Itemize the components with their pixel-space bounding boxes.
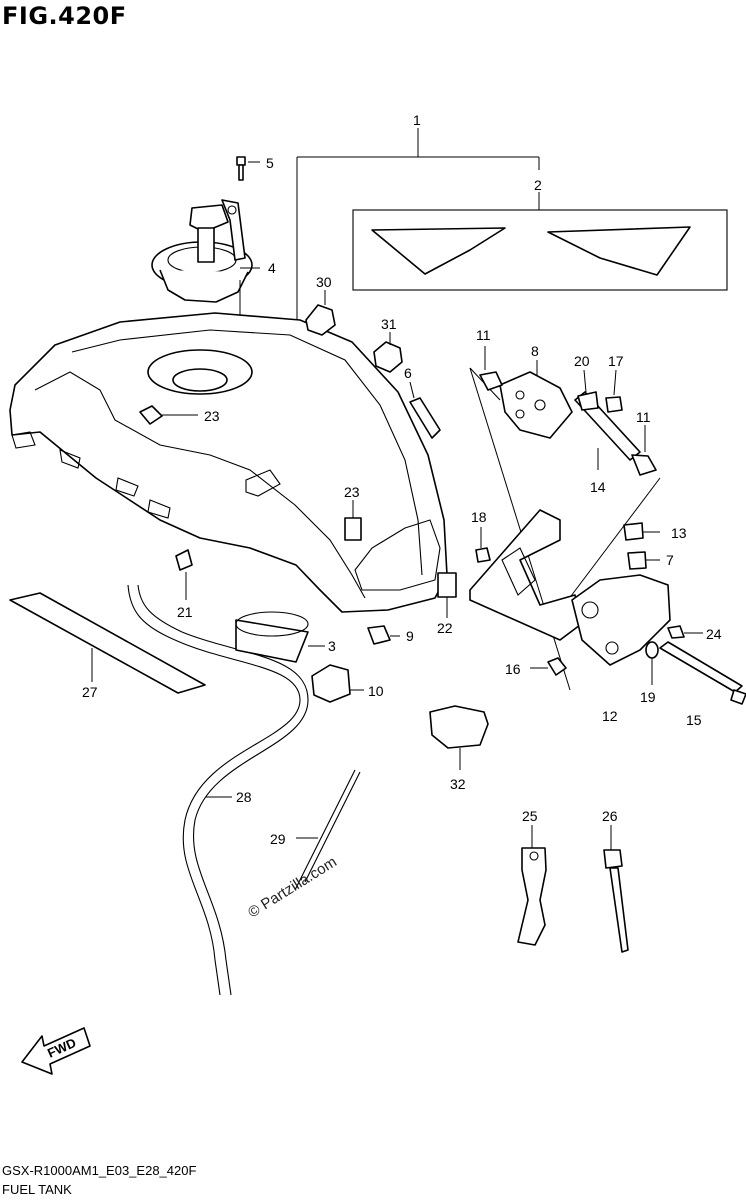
callout-23a: 23 bbox=[204, 408, 220, 424]
callout-11a: 11 bbox=[476, 327, 491, 343]
callout-32: 32 bbox=[450, 776, 466, 792]
callout-14: 14 bbox=[590, 479, 606, 495]
screw-5 bbox=[236, 156, 260, 181]
cushion-9 bbox=[367, 625, 400, 645]
partzilla-watermark: © Partzilla.com bbox=[245, 853, 340, 921]
pad-27 bbox=[9, 592, 206, 694]
callout-1: 1 bbox=[413, 112, 421, 128]
callout-18: 18 bbox=[471, 509, 487, 525]
grommet-30 bbox=[305, 290, 336, 336]
forward-arrow-icon: FWD bbox=[21, 1027, 91, 1075]
callout-27: 27 bbox=[82, 684, 98, 700]
callout-26: 26 bbox=[602, 808, 618, 824]
callout-8: 8 bbox=[531, 343, 539, 359]
callout-12: 12 bbox=[602, 708, 618, 724]
emblem-sticker-set bbox=[352, 192, 728, 291]
callout-4: 4 bbox=[268, 260, 276, 276]
pad-21 bbox=[175, 549, 193, 600]
callout-22: 22 bbox=[437, 620, 453, 636]
hinge-assembly bbox=[469, 346, 661, 691]
callout-31: 31 bbox=[381, 316, 397, 332]
callout-15: 15 bbox=[686, 712, 702, 728]
drain-hose-28 bbox=[127, 584, 309, 996]
label-pad-23a bbox=[139, 405, 198, 425]
callout-19: 19 bbox=[640, 689, 656, 705]
callout-16: 16 bbox=[505, 661, 521, 677]
callout-6: 6 bbox=[404, 365, 412, 381]
cushion-strip-6 bbox=[409, 381, 441, 439]
callout-17: 17 bbox=[608, 353, 624, 369]
hose-clamp-25 bbox=[517, 825, 547, 946]
callout-3: 3 bbox=[328, 638, 336, 654]
assembly-bracket-1 bbox=[296, 128, 540, 330]
bracket-10 bbox=[311, 664, 364, 703]
tank-bracket-12 bbox=[469, 509, 746, 705]
cable-tie-26 bbox=[603, 825, 629, 953]
callout-21: 21 bbox=[177, 604, 193, 620]
callout-9: 9 bbox=[406, 628, 414, 644]
callout-7: 7 bbox=[666, 552, 674, 568]
callout-10: 10 bbox=[368, 683, 384, 699]
callout-13: 13 bbox=[671, 525, 687, 541]
callout-23b: 23 bbox=[344, 484, 360, 500]
pad-32 bbox=[429, 705, 489, 770]
callout-28: 28 bbox=[236, 789, 252, 805]
callout-24: 24 bbox=[706, 626, 722, 642]
callout-2: 2 bbox=[534, 177, 542, 193]
callout-20: 20 bbox=[574, 353, 590, 369]
section-name: FUEL TANK bbox=[2, 1182, 72, 1197]
rubber-ring-3 bbox=[235, 611, 325, 663]
breather-hose-29 bbox=[294, 769, 361, 891]
label-pad-23b bbox=[344, 500, 362, 541]
figure-title: FIG.420F bbox=[2, 2, 127, 30]
fuel-tank-body bbox=[9, 312, 448, 613]
callout-29: 29 bbox=[270, 831, 286, 847]
pad-22 bbox=[437, 572, 457, 618]
model-code: GSX-R1000AM1_E03_E28_420F bbox=[2, 1163, 197, 1178]
callout-5: 5 bbox=[266, 155, 274, 171]
callout-11b: 11 bbox=[636, 409, 651, 425]
grommet-31 bbox=[373, 332, 403, 373]
callout-25: 25 bbox=[522, 808, 538, 824]
callout-30: 30 bbox=[316, 274, 332, 290]
